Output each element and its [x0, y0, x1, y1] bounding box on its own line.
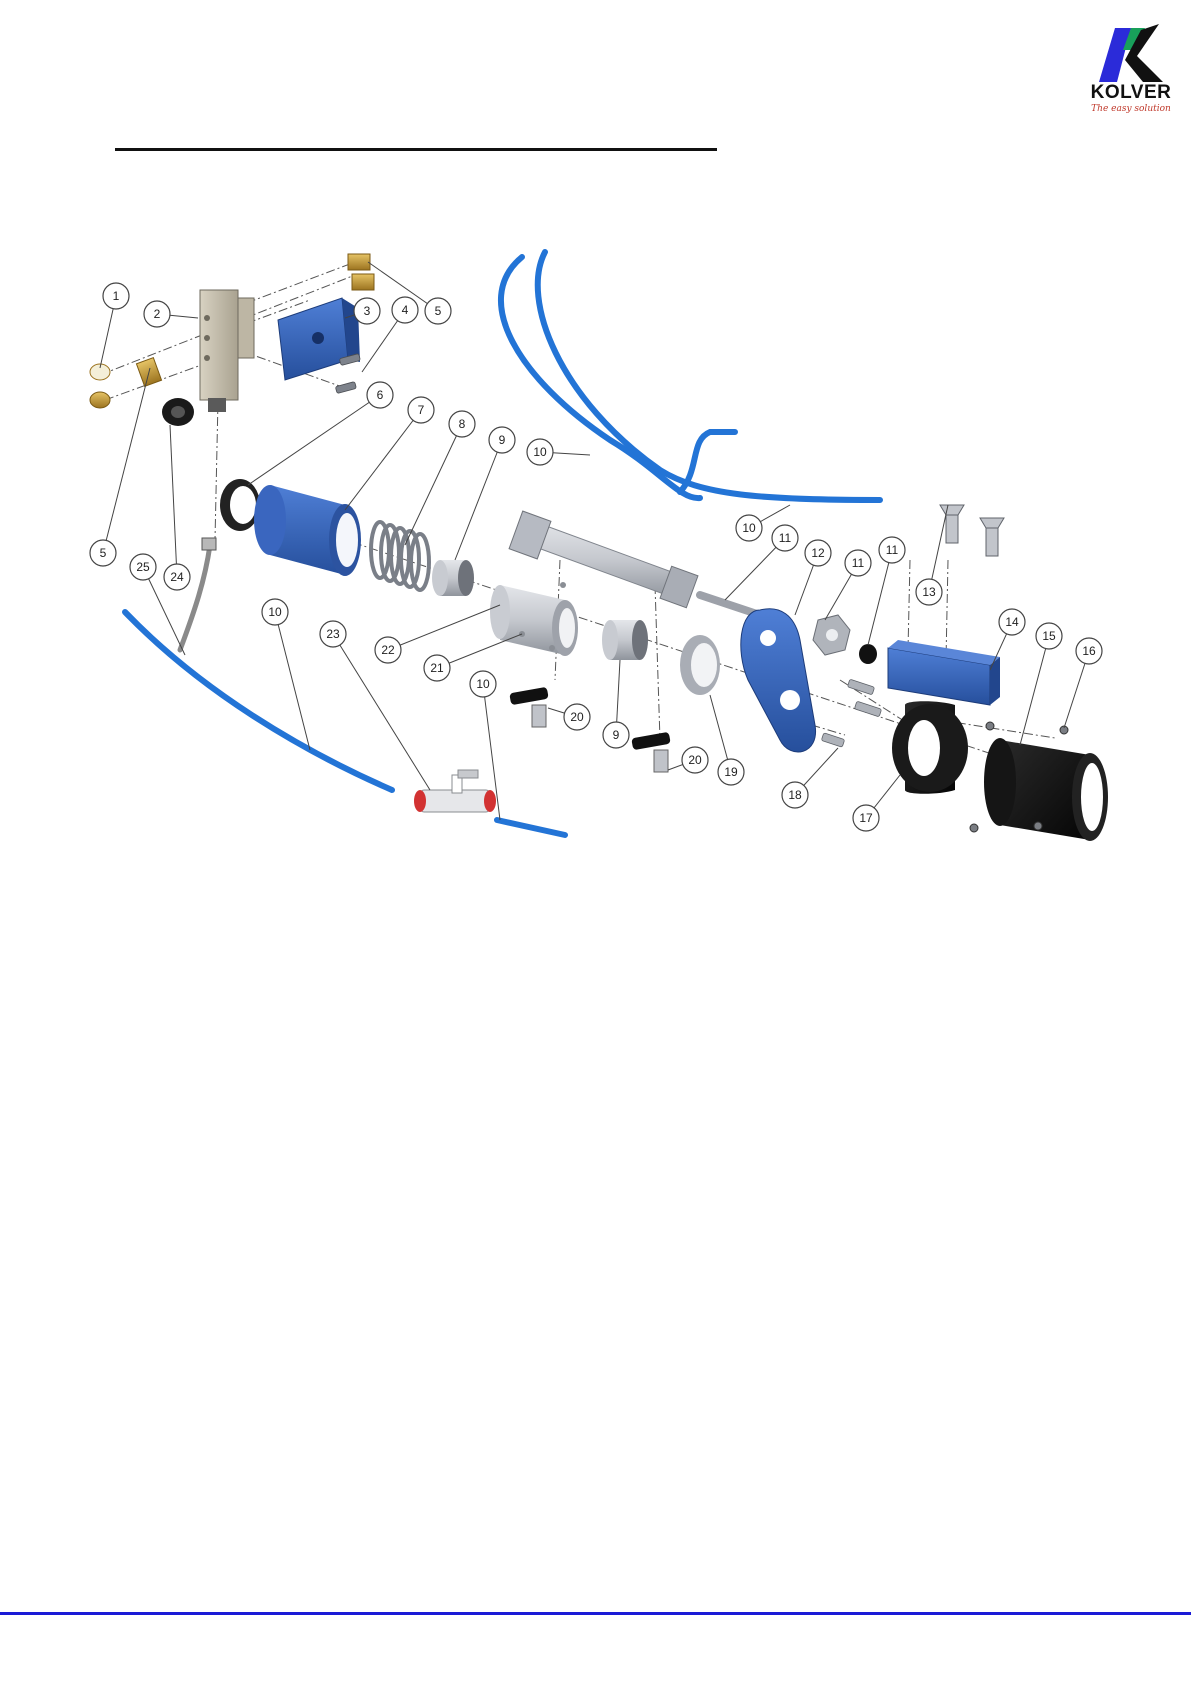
- callout-11: 11: [725, 525, 798, 600]
- callout-9: 9: [455, 427, 515, 560]
- plate-screws: [821, 679, 881, 747]
- callout-number: 3: [364, 304, 371, 318]
- callout-number: 14: [1005, 615, 1019, 629]
- callout-number: 7: [418, 403, 425, 417]
- callout-2: 2: [144, 301, 198, 327]
- bushing-b: [602, 620, 648, 660]
- valve-block: [200, 290, 254, 412]
- callout-number: 10: [476, 677, 490, 691]
- callout-number: 21: [430, 661, 444, 675]
- callout-number: 10: [533, 445, 547, 459]
- callout-number: 17: [859, 811, 873, 825]
- callout-number: 22: [381, 643, 395, 657]
- black-collar: [892, 701, 968, 794]
- callout-11: 11: [825, 550, 871, 620]
- callout-20: 20: [668, 747, 708, 773]
- callout-number: 10: [742, 521, 756, 535]
- flow-regulator-b: [631, 732, 671, 772]
- callout-number: 8: [459, 417, 466, 431]
- hex-nut: [813, 615, 850, 655]
- ring: [680, 635, 720, 695]
- callout-leader: [437, 634, 522, 668]
- bushing-a: [432, 560, 474, 596]
- callout-19: 19: [710, 695, 744, 785]
- callout-number: 15: [1042, 629, 1056, 643]
- callout-10: 10: [527, 439, 590, 465]
- callout-6: 6: [248, 382, 393, 485]
- callout-number: 10: [268, 605, 282, 619]
- callout-leader: [345, 410, 421, 510]
- callout-15: 15: [1020, 623, 1062, 745]
- blue-bar: [888, 640, 1000, 705]
- callout-number: 2: [154, 307, 161, 321]
- callout-number: 25: [136, 560, 150, 574]
- cylinder-mount: [490, 585, 578, 656]
- callout-number: 20: [688, 753, 702, 767]
- callout-12: 12: [795, 540, 831, 615]
- callout-number: 9: [499, 433, 506, 447]
- mounting-bracket: [278, 298, 360, 380]
- ball-valve: [414, 770, 496, 812]
- callout-7: 7: [345, 397, 434, 510]
- o-ring: [220, 479, 260, 531]
- callout-11: 11: [868, 537, 905, 645]
- callout-leader: [170, 425, 177, 577]
- probe-connector: [202, 538, 216, 550]
- callout-leader: [455, 440, 502, 560]
- link-plate: [741, 609, 816, 752]
- callout-9: 9: [603, 660, 629, 748]
- socket-cap-screw: [162, 398, 194, 426]
- callout-number: 18: [788, 788, 802, 802]
- callout-number: 5: [435, 304, 442, 318]
- callout-number: 9: [613, 728, 620, 742]
- callout-number: 11: [779, 531, 792, 545]
- callout-number: 24: [170, 570, 184, 584]
- flow-regulator-a: [509, 687, 549, 727]
- callout-number: 13: [922, 585, 936, 599]
- callout-number: 11: [852, 556, 865, 570]
- callout-number: 12: [811, 546, 825, 560]
- callout-leader: [248, 395, 380, 485]
- callout-number: 4: [402, 303, 409, 317]
- callout-13: 13: [916, 505, 948, 605]
- spring: [371, 522, 429, 590]
- callout-24: 24: [164, 425, 190, 590]
- callout-16: 16: [1064, 638, 1102, 728]
- blue-sleeve: [254, 485, 361, 576]
- callout-22: 22: [375, 605, 500, 663]
- callout-1: 1: [100, 283, 129, 368]
- flat-head-screws: [940, 505, 1004, 556]
- callout-leader: [103, 368, 150, 553]
- callout-leader: [868, 550, 892, 645]
- callout-leader: [388, 605, 500, 650]
- callout-20: 20: [548, 704, 590, 730]
- black-cap: [859, 644, 877, 664]
- callout-number: 5: [100, 546, 107, 560]
- footer-rule: [0, 1612, 1191, 1615]
- callout-number: 19: [724, 765, 738, 779]
- callout-8: 8: [405, 411, 475, 545]
- callout-number: 11: [886, 543, 899, 557]
- callout-leader: [405, 424, 462, 545]
- probe-cable: [180, 545, 210, 650]
- callout-18: 18: [782, 748, 838, 808]
- callout-17: 17: [853, 775, 900, 831]
- callout-leader: [1020, 636, 1049, 745]
- callout-number: 23: [326, 627, 340, 641]
- callout-number: 20: [570, 710, 584, 724]
- callout-number: 1: [113, 289, 120, 303]
- callout-number: 6: [377, 388, 384, 402]
- black-housing: [984, 738, 1108, 841]
- callout-number: 16: [1082, 644, 1096, 658]
